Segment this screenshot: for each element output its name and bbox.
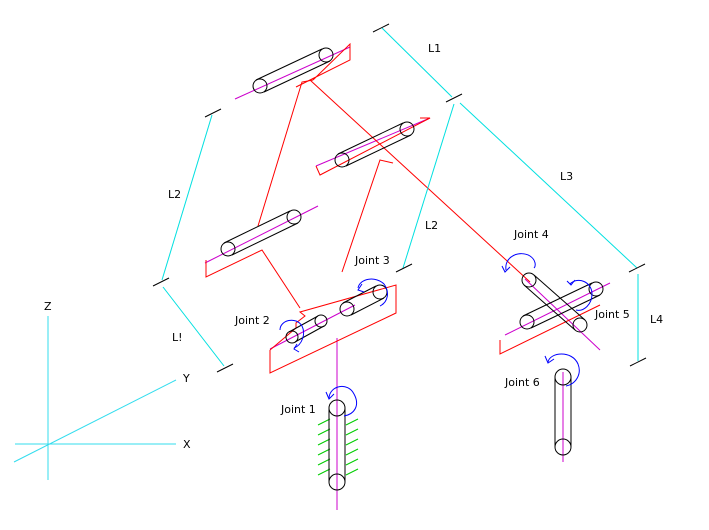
- joint3-label: Joint 3: [354, 254, 390, 267]
- l2-left-label: L2: [168, 188, 181, 201]
- cylinder-base: [328, 399, 346, 491]
- joint-axes: [204, 46, 611, 510]
- joint5-label: Joint 5: [594, 308, 630, 321]
- dimension-ticks: [152, 23, 647, 373]
- cylinder-joint5: [519, 281, 604, 330]
- forearm-link: [341, 159, 394, 273]
- l2-mid-label: L2: [425, 219, 438, 232]
- y-axis: [13, 379, 177, 463]
- joint4-label: Joint 4: [513, 228, 549, 241]
- joint3-rotation-icon: [357, 278, 388, 307]
- joint2-rotation-icon: [279, 319, 305, 353]
- joint6-rotation-icon: [544, 353, 580, 387]
- wrist-plate: [499, 304, 601, 355]
- dim-l1-top: [381, 27, 453, 98]
- rotation-indicators: [279, 253, 593, 417]
- links: [205, 42, 601, 374]
- shoulder-axis: [269, 304, 356, 350]
- upper-link-left: [257, 79, 314, 227]
- joint4-rotation-icon: [501, 253, 536, 273]
- top-link-plate: [295, 42, 351, 88]
- joint5-axis: [504, 282, 611, 336]
- base-ground-hatch: [317, 418, 359, 476]
- upper-arm-bottom-axis: [204, 205, 319, 264]
- forearm-plate: [315, 117, 431, 176]
- joint1-label: Joint 1: [280, 403, 316, 416]
- dim-l2-mid: [402, 103, 455, 269]
- lower-link-left: [205, 249, 301, 309]
- x-axis-label: X: [183, 438, 191, 451]
- l3-label: L3: [560, 170, 573, 183]
- l1-top-label: L1: [428, 42, 441, 55]
- cylinder-joint3: [339, 284, 388, 317]
- dim-l2-left: [161, 114, 213, 281]
- cylinder-forearm-top: [334, 121, 415, 168]
- cylinder-joint2: [285, 314, 328, 344]
- joint6-label: Joint 6: [504, 376, 540, 389]
- l4-label: L4: [650, 313, 663, 326]
- cylinders: [220, 47, 604, 491]
- joint1-rotation-icon: [325, 386, 358, 417]
- forearm-diagonal: [309, 79, 531, 283]
- shoulder-plate: [269, 284, 397, 374]
- z-axis-label: Z: [44, 300, 52, 313]
- cylinder-top: [252, 47, 334, 94]
- joint5-rotation-icon: [566, 279, 593, 311]
- cylinder-upper-arm: [220, 209, 302, 257]
- joint4-axis: [524, 278, 601, 351]
- y-axis-label: Y: [182, 372, 190, 385]
- l1-bottom-label: L!: [172, 331, 183, 344]
- cylinder-joint4: [521, 272, 588, 333]
- reference-frame: [13, 316, 177, 480]
- joint2-label: Joint 2: [234, 314, 270, 327]
- dim-l1-bottom: [162, 286, 225, 367]
- cylinder-wrist: [554, 368, 572, 456]
- dim-l3: [459, 102, 638, 269]
- dimension-lines: [161, 27, 639, 367]
